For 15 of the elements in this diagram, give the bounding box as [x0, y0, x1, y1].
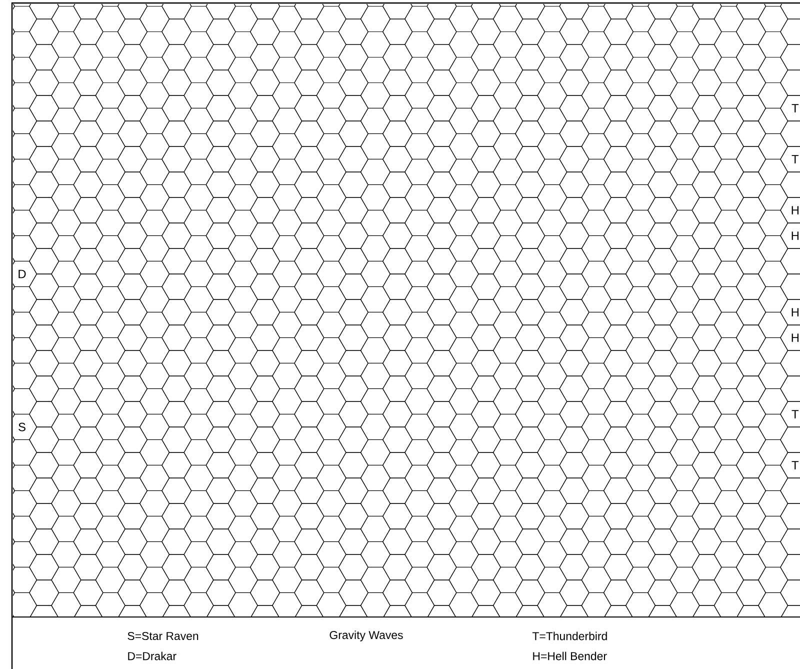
hex-marker: T: [792, 461, 799, 470]
hex-marker: H: [792, 232, 798, 240]
hex-marker: D: [18, 270, 26, 278]
hex-marker: H: [792, 334, 798, 342]
hex-marker: T: [792, 410, 799, 418]
hex-marker: H: [792, 308, 798, 316]
hex-marker: T: [792, 104, 799, 112]
key-text: D=Drakar: [128, 652, 176, 660]
hex-marker: S: [18, 422, 26, 432]
title: Gravity Waves: [330, 630, 403, 642]
key-text: H=Hell Bender: [533, 652, 607, 660]
key-text: S=Star Raven: [128, 632, 198, 640]
hex-marker: H: [792, 206, 798, 214]
hex-marker: T: [792, 155, 799, 164]
key-text: T=Thunderbird: [532, 632, 607, 640]
